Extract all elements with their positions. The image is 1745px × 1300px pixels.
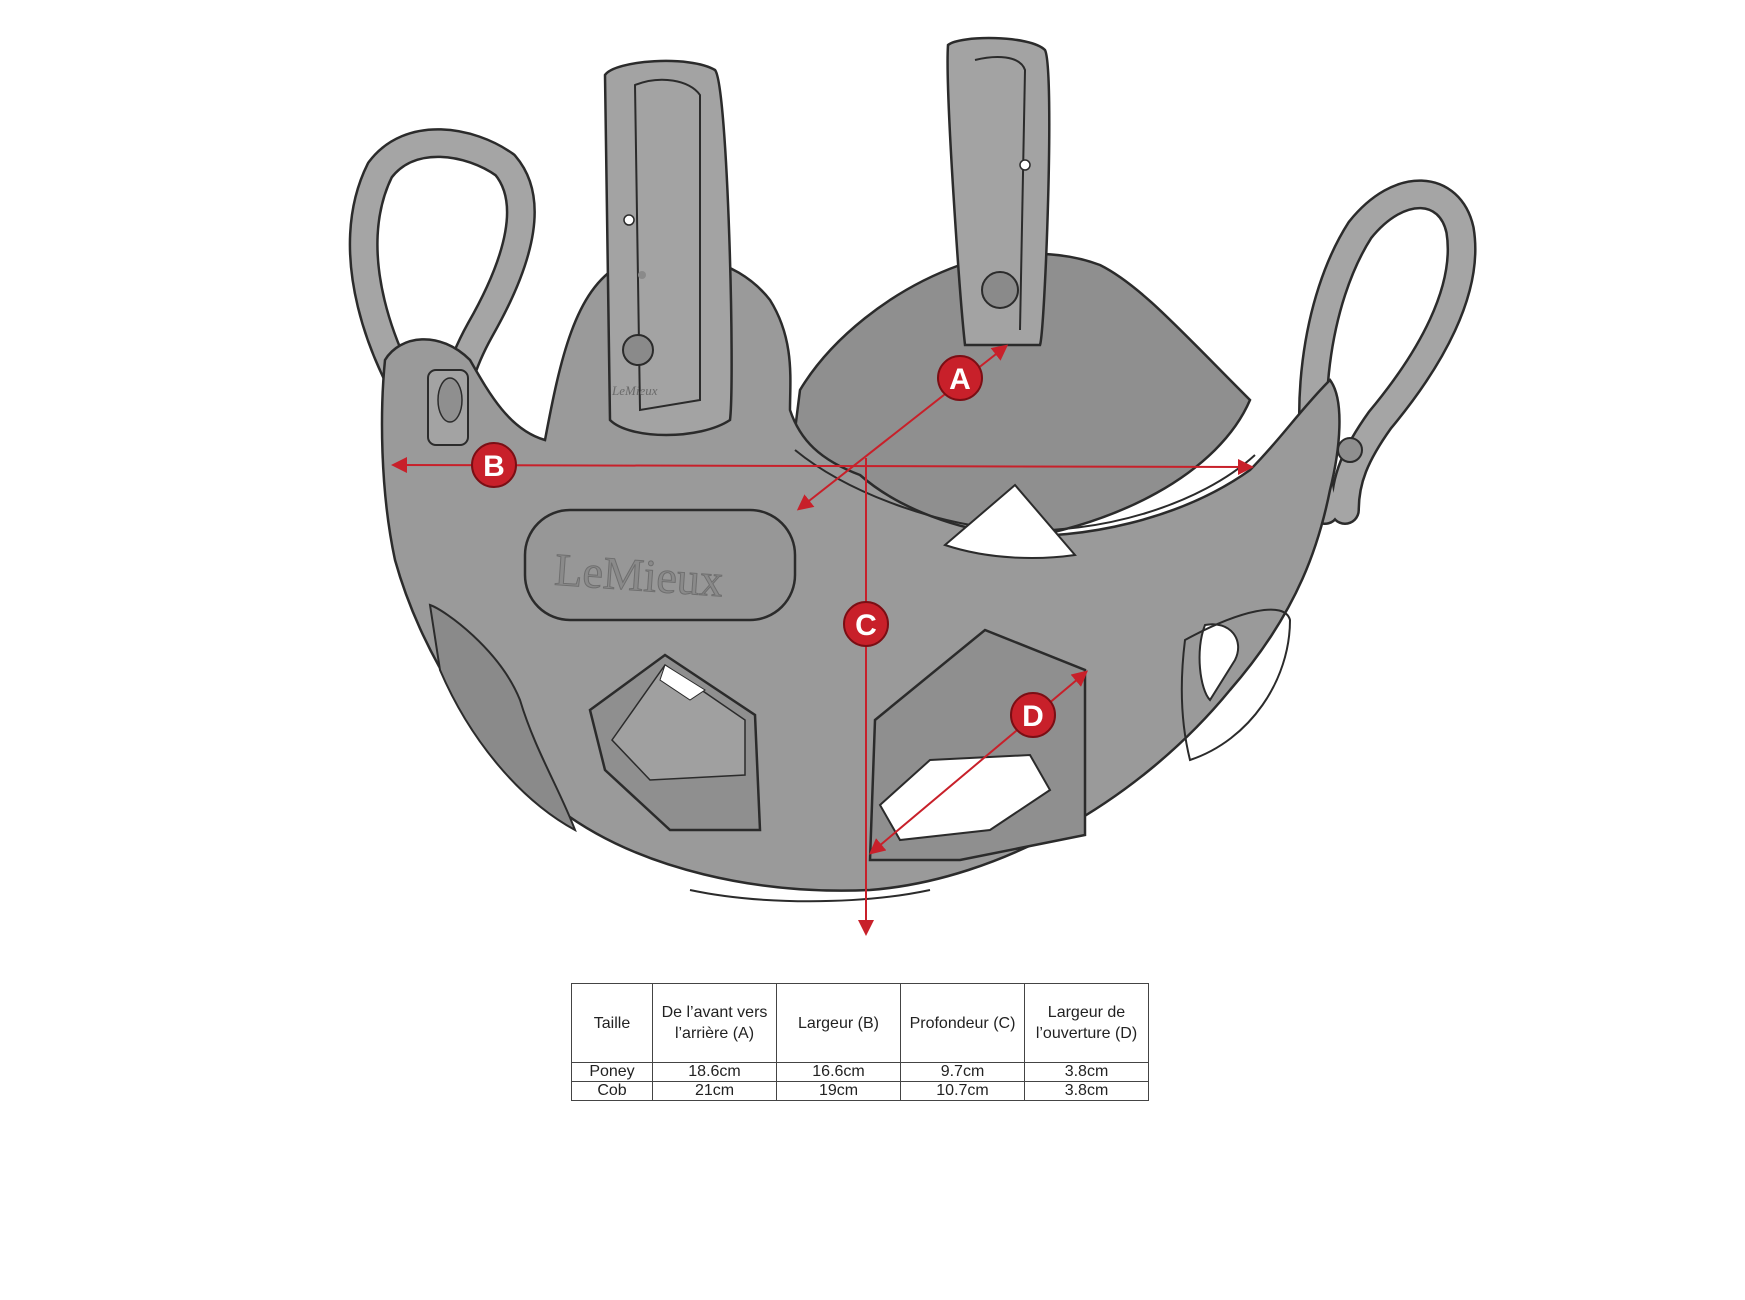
marker-b: B (471, 442, 517, 488)
cell-size: Poney (571, 1062, 653, 1082)
svg-text:B: B (483, 450, 505, 483)
right-strap-stud (981, 271, 1019, 309)
cell-size: Cob (571, 1081, 653, 1101)
logo-plate (523, 508, 797, 622)
back-opening (943, 483, 1077, 559)
cell-width: 16.6cm (776, 1062, 901, 1082)
table-row: Cob 21cm 19cm 10.7cm 3.8cm (571, 1081, 1149, 1101)
right-side-opening (1198, 623, 1240, 702)
header-width: Largeur (B) (776, 983, 901, 1063)
size-table: Taille De l’avant vers l’arrière (A) Lar… (571, 983, 1149, 1101)
right-side-stud (1337, 437, 1363, 463)
cell-opening-width: 3.8cm (1024, 1081, 1149, 1101)
table-row: Poney 18.6cm 16.6cm 9.7cm 3.8cm (571, 1062, 1149, 1082)
cell-opening-width: 3.8cm (1024, 1062, 1149, 1082)
header-front-to-back: De l’avant vers l’arrière (A) (652, 983, 777, 1063)
cell-depth: 9.7cm (900, 1062, 1025, 1082)
marker-c: C (843, 601, 889, 647)
svg-text:D: D (1022, 700, 1044, 733)
svg-text:A: A (949, 363, 971, 396)
left-side-opening (428, 603, 577, 833)
size-table-header-row: Taille De l’avant vers l’arrière (A) Lar… (571, 983, 1149, 1063)
header-depth: Profondeur (C) (900, 983, 1025, 1063)
cell-front-to-back: 18.6cm (652, 1062, 777, 1082)
cell-width: 19cm (776, 1081, 901, 1101)
header-opening-width: Largeur de l’ouverture (D) (1024, 983, 1149, 1063)
cell-front-to-back: 21cm (652, 1081, 777, 1101)
svg-text:C: C (855, 609, 877, 642)
left-strap-stud (622, 334, 654, 366)
header-size: Taille (571, 983, 653, 1063)
hay-muzzle-diagram: LeMieux LeMieux A B C D (348, 36, 1477, 936)
left-front-strap (603, 59, 733, 437)
cell-depth: 10.7cm (900, 1081, 1025, 1101)
small-brand-logo: LeMieux (611, 383, 658, 398)
arrow-b (391, 457, 1254, 475)
brand-logo: LeMieux (553, 544, 725, 607)
marker-a: A (937, 355, 983, 401)
marker-d: D (1010, 692, 1056, 738)
